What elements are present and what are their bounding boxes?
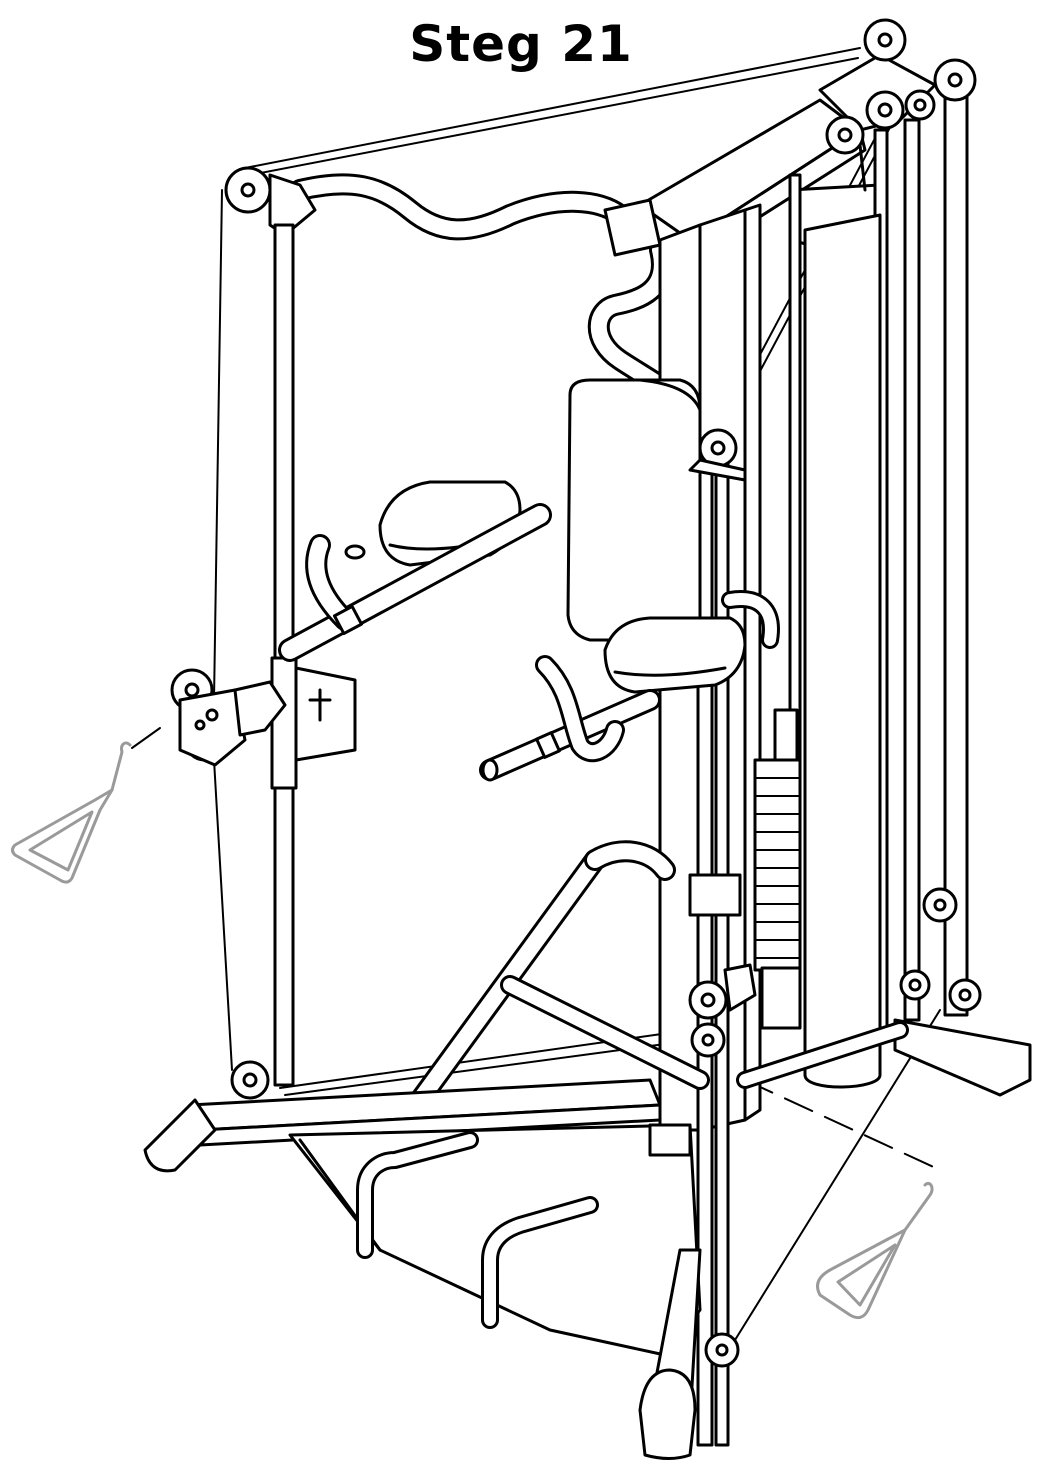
pulley-right-low-2 — [901, 971, 980, 1010]
pulley-top-left — [226, 168, 270, 212]
leg-press-frame — [420, 851, 700, 1100]
pulley-right-low-1 — [924, 889, 956, 921]
back-pad — [568, 380, 700, 640]
step-title: Steg 21 — [409, 15, 633, 73]
top-frame — [640, 55, 935, 258]
left-stirrup-handle — [13, 728, 161, 882]
pulley-top-cluster-2 — [867, 92, 903, 128]
pulley-top-cluster-1 — [827, 117, 863, 153]
base-frame — [145, 1020, 1030, 1355]
pulley-column-low — [690, 965, 755, 1056]
seat-pad — [605, 599, 771, 692]
leg-bar — [483, 665, 650, 780]
pulley-mid-column — [690, 430, 745, 480]
guide-rods — [790, 95, 967, 1087]
pulley-top-right-1 — [865, 20, 905, 60]
pulley-front-foot — [706, 1334, 738, 1366]
front-foot-post — [640, 1250, 700, 1459]
pulleys — [172, 20, 980, 1366]
pulley-top-right-2 — [935, 60, 975, 100]
pulley-left-adjustable — [172, 670, 285, 765]
arm-bar — [290, 515, 540, 650]
weight-stack — [755, 710, 800, 1028]
pulley-top-cluster-3 — [906, 91, 934, 119]
pulley-base-left — [232, 1062, 268, 1098]
right-stirrup-handle — [818, 1183, 933, 1317]
